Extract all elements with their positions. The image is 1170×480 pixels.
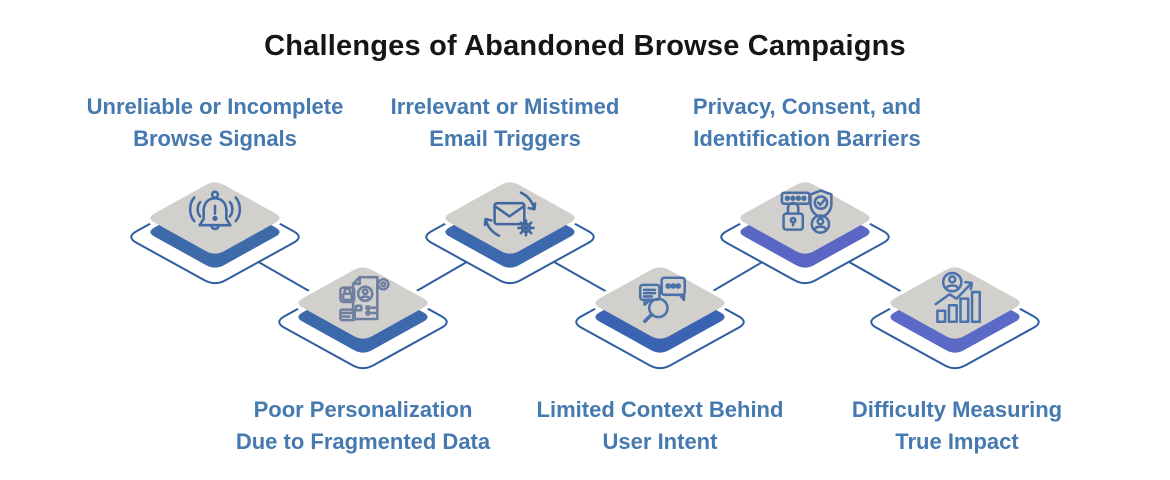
chat-search-icon <box>638 276 687 323</box>
privacy-lock-shield-icon <box>780 189 833 234</box>
page-title: Challenges of Abandoned Browse Campaigns <box>264 30 906 62</box>
bell-alert-icon <box>188 190 242 231</box>
challenge-label-limited-context: Limited Context Behind User Intent <box>536 397 784 454</box>
challenge-label-email-triggers: Irrelevant or Mistimed Email Triggers <box>390 94 620 151</box>
challenge-node-privacy-consent-barriers <box>720 178 890 285</box>
diamond-face <box>890 267 1020 339</box>
challenge-label-poor-personalization: Poor Personalization Due to Fragmented D… <box>235 397 491 454</box>
challenge-node-limited-context-user-intent <box>575 263 745 370</box>
diamond-face <box>740 182 870 254</box>
challenge-label-unreliable-signals: Unreliable or Incomplete Browse Signals <box>86 94 344 151</box>
challenge-label-privacy-barriers: Privacy, Consent, and Identification Bar… <box>692 94 922 151</box>
person-growth-chart-icon <box>934 271 982 324</box>
challenge-node-difficulty-measuring-impact <box>870 263 1040 370</box>
email-sync-gear-icon <box>483 191 537 237</box>
challenge-node-poor-personalization <box>278 263 448 370</box>
challenge-node-unreliable-browse-signals <box>130 178 300 285</box>
challenge-node-mistimed-email-triggers <box>425 178 595 285</box>
challenge-label-measuring-impact: Difficulty Measuring True Impact <box>851 397 1063 454</box>
diamond-face <box>445 182 575 254</box>
fragmented-document-icon <box>339 275 390 322</box>
diamond-face <box>298 267 428 339</box>
diamond-face <box>595 267 725 339</box>
